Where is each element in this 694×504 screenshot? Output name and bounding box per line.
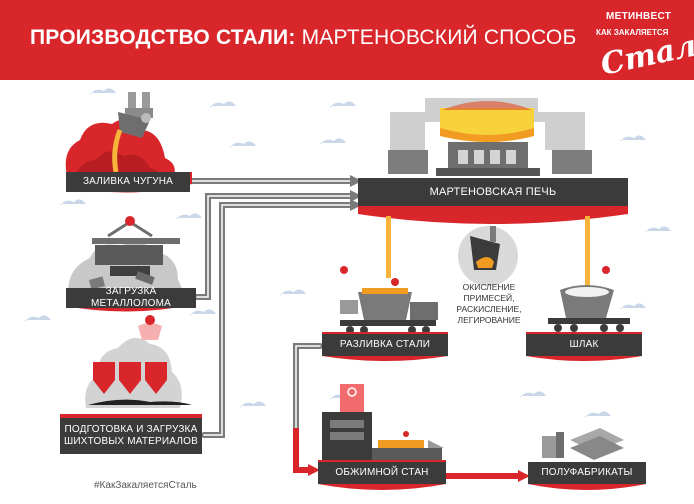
title-bold: ПРОИЗВОДСТВО СТАЛИ: — [30, 26, 296, 49]
process-note-line3: РАСКИСЛЕНИЕ, — [456, 304, 522, 314]
semi-products-illustration — [542, 428, 624, 460]
label-semi: ПОЛУФАБРИКАТЫ — [528, 462, 646, 484]
label-charge-line1: ПОДГОТОВКА И ЗАГРУЗКА — [64, 424, 198, 435]
metinvest-logo: МЕТИНВЕСТ КАК ЗАКАЛЯЕТСЯ Сталь — [594, 8, 694, 83]
label-charge-line2: ШИХТОВЫХ МАТЕРИАЛОВ — [64, 436, 198, 447]
slag-stream — [585, 216, 590, 292]
process-note-line1: ОКИСЛЕНИЕ — [462, 282, 516, 292]
slag-ladle-illustration — [548, 266, 630, 332]
label-mill: ОБЖИМНОЙ СТАН — [318, 462, 446, 484]
red-arrowhead-semi — [518, 470, 530, 482]
process-note-line4: ЛЕГИРОВАНИЕ — [457, 315, 521, 325]
pig-iron-illustration — [65, 92, 175, 180]
label-scrap: ЗАГРУЗКА МЕТАЛЛОЛОМА — [66, 286, 196, 309]
label-slag: ШЛАК — [526, 334, 642, 356]
label-pouring: РАЗЛИВКА СТАЛИ — [322, 334, 448, 356]
charge-illustration — [85, 315, 192, 408]
mill-illustration — [322, 384, 444, 460]
label-charge: ПОДГОТОВКА И ЗАГРУЗКА ШИХТОВЫХ МАТЕРИАЛО… — [60, 418, 202, 454]
logo-brand: МЕТИНВЕСТ — [606, 11, 672, 22]
red-arrowhead-mill — [308, 464, 320, 476]
red-connector-to-mill — [293, 428, 312, 473]
page-title: ПРОИЗВОДСТВО СТАЛИ: МАРТЕНОВСКИЙ СПОСОБ — [30, 26, 576, 50]
label-pig-iron: ЗАЛИВКА ЧУГУНА — [66, 172, 190, 192]
hashtag: #КакЗакаляетсяСталь — [94, 480, 197, 491]
connector-pipes — [189, 178, 353, 438]
process-note-line2: ПРИМЕСЕЙ, — [463, 293, 515, 303]
process-note: ОКИСЛЕНИЕ ПРИМЕСЕЙ, РАСКИСЛЕНИЕ, ЛЕГИРОВ… — [454, 282, 524, 326]
furnace-illustration — [388, 98, 592, 176]
arrowheads-gray — [350, 175, 362, 211]
header-bar: ПРОИЗВОДСТВО СТАЛИ: МАРТЕНОВСКИЙ СПОСОБ … — [0, 0, 694, 83]
logo-tagline: КАК ЗАКАЛЯЕТСЯ — [596, 28, 669, 37]
title-light: МАРТЕНОВСКИЙ СПОСОБ — [301, 26, 577, 49]
scrap-illustration — [67, 216, 183, 298]
steel-stream — [386, 216, 391, 278]
processing-illustration — [458, 226, 518, 286]
pouring-ladle-illustration — [340, 266, 438, 334]
label-furnace: МАРТЕНОВСКАЯ ПЕЧЬ — [358, 178, 628, 206]
